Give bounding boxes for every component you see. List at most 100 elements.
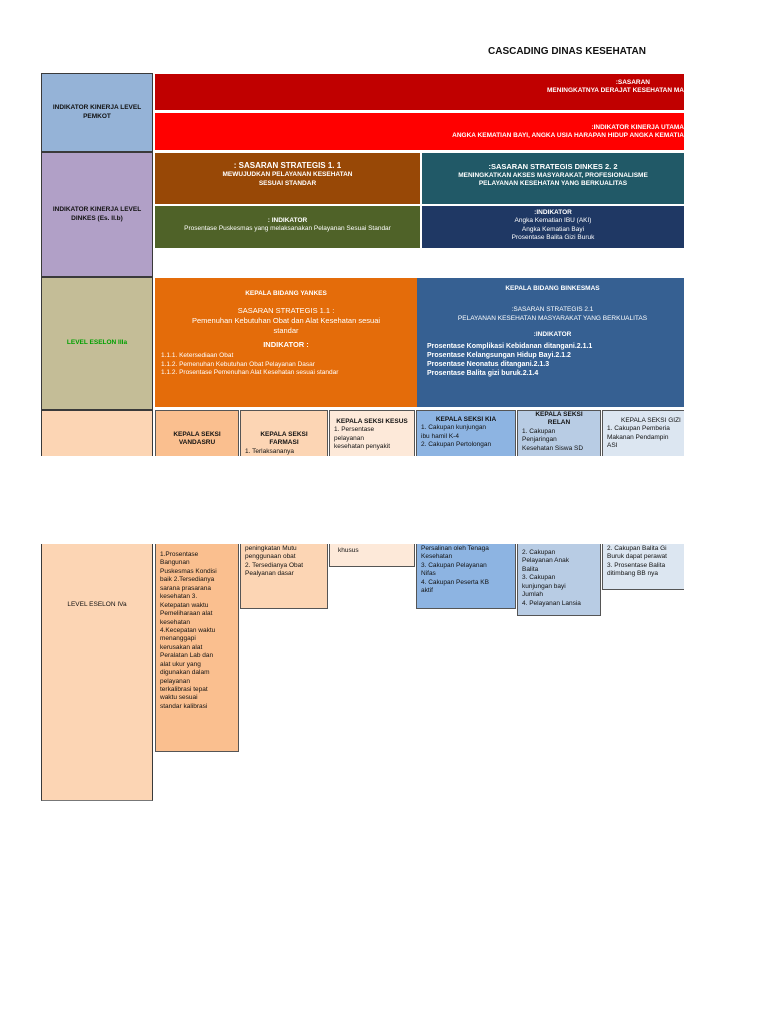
pemkot-sasaran-line-2: MENINGKATNYA DERAJAT KESEHATAN MA (547, 87, 684, 95)
binkesmas-ind-title: :INDIKATOR (533, 331, 572, 339)
yankes-ind-list: 1.1.1. Ketersediaan Obat 1.1.2. Pemenuha… (161, 352, 411, 377)
yankes-ss-line-2: Pemenuhan Kebutuhan Obat dan Alat Keseha… (191, 316, 381, 326)
seksi-kesus-lower: khusus (329, 544, 415, 567)
farmasi-item: 1. Terlaksananya (245, 447, 295, 455)
row-label-pemkot: INDIKATOR KINERJA LEVEL PEMKOT (41, 73, 153, 152)
yankes-head: KEPALA BIDANG YANKES (245, 290, 327, 297)
vandasru-item: menanggapi (160, 635, 196, 643)
row-label-eselon4-text: LEVEL ESELON IVa (67, 601, 127, 609)
gizi-item: 3. Prosentase Balita (607, 561, 666, 569)
dinkes-ind1-box: : INDIKATOR Prosentase Puskesmas yang me… (155, 206, 420, 248)
relan-item: Jumlah (522, 591, 543, 599)
yankes-ind-item: 1.1.1. Ketersediaan Obat (161, 352, 234, 360)
relan-item: 2. Cakupan (522, 549, 556, 556)
relan-head-1: KEPALA SEKSI (535, 411, 583, 418)
seksi-kia-lower: Persalinan oleh Tenaga Kesehatan 3. Caku… (416, 544, 516, 609)
vandasru-item: Peralatan Lab dan (160, 652, 214, 660)
gizi-item: Makanan Pendampin (607, 433, 669, 441)
binkesmas-ind-item: Prosentase Komplikasi Kebidanan ditangan… (427, 342, 593, 350)
yankes-ind-item: 1.1.2. Pemenuhan Kebutuhan Obat Pelayana… (161, 360, 315, 368)
kia-item: Persalinan oleh Tenaga (421, 545, 489, 552)
dinkes-ss1-line-2: MEWUJUDKAN PELAYANAN KESEHATAN (222, 171, 353, 179)
binkesmas-ind-list: Prosentase Komplikasi Kebidanan ditangan… (427, 342, 678, 378)
seksi-kia-upper: KEPALA SEKSI KIA 1. Cakupan kunjungan ib… (416, 410, 516, 456)
seksi-gizi-lower: 2. Cakupan Balita Gi Buruk dapat perawat… (602, 544, 684, 590)
vandasru-item: Pemeliharaan alat (160, 610, 213, 618)
dinkes-ind1-line-2: Prosentase Puskesmas yang melaksanakan P… (184, 225, 391, 233)
kia-item: aktif (421, 587, 433, 595)
relan-item: Balita (522, 565, 539, 573)
farmasi-head-1: KEPALA SEKSI (260, 431, 308, 438)
relan-item: Penjaringan (522, 436, 557, 444)
gizi-item: Buruk dapat perawat (607, 553, 667, 561)
dinkes-ss1-box: : SASARAN STRATEGIS 1. 1 MEWUJUDKAN PELA… (155, 153, 420, 204)
row-label-dinkes: INDIKATOR KINERJA LEVEL DINKES (Es. II.b… (41, 152, 153, 277)
farmasi-item: 2. Tersedianya Obat (245, 561, 304, 569)
relan-item: 4. Pelayanan Lansia (522, 599, 581, 607)
vandasru-item: standar kalibrasi (160, 702, 208, 710)
binkesmas-ss-line-1: :SASARAN STRATEGIS 2.1 (511, 306, 594, 314)
binkesmas-ind-item: Prosentase Balita gizi buruk.2.1.4 (427, 370, 539, 378)
gizi-head: KEPALA SEKSI GIZI (621, 417, 681, 424)
kesus-item: pelayanan (334, 434, 364, 442)
vandasru-item: baik 2.Tersedianya (160, 576, 215, 584)
eselon3-binkesmas-box: KEPALA BIDANG BINKESMAS :SASARAN STRATEG… (417, 278, 684, 407)
kia-item: Nifas (421, 570, 436, 578)
row-label-eselon3: LEVEL ESELON IIIa (41, 277, 153, 410)
seksi-farmasi-lower: peningkatan Mutu penggunaan obat 2. Ters… (240, 544, 328, 609)
binkesmas-ind-item: Prosentase Neonatus ditangani.2.1.3 (427, 360, 550, 368)
kia-item: ibu hamil K-4 (421, 432, 459, 440)
vandasru-item: sarana prasarana (160, 584, 211, 592)
pemkot-indikator-line-2: ANGKA KEMATIAN BAYI, ANGKA USIA HARAPAN … (452, 132, 684, 140)
eselon3-yankes-box: KEPALA BIDANG YANKES SASARAN STRATEGIS 1… (155, 278, 417, 407)
relan-item: kunjungan bayi (522, 582, 566, 590)
kesus-head: KEPALA SEKSI KESUS (336, 418, 408, 425)
row-label-eselon3-text: LEVEL ESELON IIIa (66, 339, 128, 347)
dinkes-ss2-box: :SASARAN STRATEGIS DINKES 2. 2 MENINGKAT… (422, 153, 684, 204)
pemkot-sasaran-band: :SASARAN MENINGKATNYA DERAJAT KESEHATAN … (155, 74, 684, 110)
dinkes-ss1-line-1: : SASARAN STRATEGIS 1. 1 (233, 161, 342, 170)
row-label-dinkes-text: INDIKATOR KINERJA LEVEL DINKES (Es. II.b… (52, 206, 142, 222)
dinkes-ss2-line-2: MENINGKATKAN AKSES MASYARAKAT, PROFESION… (458, 171, 648, 179)
render-gap (0, 456, 768, 544)
dinkes-ind1-line-1: : INDIKATOR (267, 217, 308, 224)
dinkes-ind2-line-4: Prosentase Balita Gizi Buruk (511, 234, 595, 242)
kia-item: 4. Cakupan Peserta KB (421, 578, 489, 586)
gizi-item: ASI (607, 442, 618, 450)
farmasi-item: peningkatan Mutu (245, 545, 297, 552)
yankes-ss-line-1: SASARAN STRATEGIS 1.1 : (237, 306, 335, 316)
dinkes-ind2-box: :INDIKATOR Angka Kematian IBU (AKI) Angk… (422, 206, 684, 248)
vandasru-item: kesehatan 3. (160, 593, 198, 601)
vandasru-item: 1.Prosentase (160, 551, 199, 558)
relan-item: 3. Cakupan (522, 574, 556, 582)
pemkot-sasaran-line-1: :SASARAN (615, 79, 650, 86)
row-label-pemkot-text: INDIKATOR KINERJA LEVEL PEMKOT (52, 104, 142, 120)
dinkes-ss1-line-3: SESUAI STANDAR (258, 179, 317, 187)
gizi-item: 2. Cakupan Balita Gi (607, 545, 667, 552)
dinkes-ind2-line-3: Angka Kematian Bayi (521, 225, 585, 233)
relan-item: 1. Cakupan (522, 427, 556, 435)
seksi-farmasi-upper: KEPALA SEKSI FARMASI 1. Terlaksananya (240, 410, 328, 456)
gizi-item: ditimbang BB nya (607, 570, 658, 578)
binkesmas-head: KEPALA BIDANG BINKESMAS (505, 285, 600, 292)
dinkes-ss2-line-1: :SASARAN STRATEGIS DINKES 2. 2 (488, 162, 618, 171)
gizi-item: 1. Cakupan Pemberia (607, 425, 670, 433)
dinkes-ss2-line-3: PELAYANAN KESEHATAN YANG BERKUALITAS (478, 180, 628, 188)
seksi-gizi-upper: KEPALA SEKSI GIZI 1. Cakupan Pemberia Ma… (602, 410, 684, 456)
vandasru-item: pelayanan (160, 677, 190, 685)
relan-head-2: RELAN (547, 419, 571, 427)
pemkot-indikator-band: :INDIKATOR KINERJA UTAMA ANGKA KEMATIAN … (155, 113, 684, 150)
vandasru-head-2: VANDASRU (178, 439, 216, 447)
farmasi-item: penggunaan obat (245, 553, 296, 561)
seksi-vandasru-upper: KEPALA SEKSI VANDASRU (155, 410, 239, 456)
kia-item: 3. Cakupan Pelayanan (421, 561, 487, 569)
seksi-relan-upper: KEPALA SEKSI RELAN 1. Cakupan Penjaringa… (517, 410, 601, 456)
vandasru-item: kesehatan (160, 618, 190, 626)
vandasru-item: terkalibrasi tepat (160, 686, 208, 693)
binkesmas-ss-line-2: PELAYANAN KESEHATAN MASYARAKAT YANG BERK… (457, 314, 648, 322)
yankes-ss-line-3: standar (273, 325, 299, 335)
vandasru-item: alat ukur yang (160, 660, 201, 668)
seksi-kesus-upper: KEPALA SEKSI KESUS 1. Persentase pelayan… (329, 410, 415, 456)
vandasru-item: Puskesmas Kondisi (160, 567, 217, 575)
kesus-item: khusus (338, 547, 359, 554)
